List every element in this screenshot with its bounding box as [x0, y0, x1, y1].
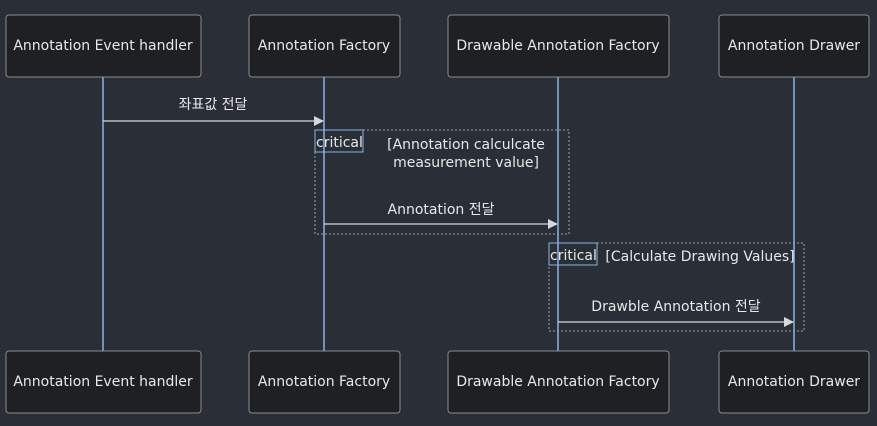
actor-label: Drawable Annotation Factory — [456, 38, 659, 54]
actor-top-annotation-drawer: Annotation Drawer — [718, 14, 870, 78]
actor-bottom-drawable-annotation-factory: Drawable Annotation Factory — [447, 350, 670, 414]
critical-frame-2: critical [Calculate Drawing Values] — [548, 242, 805, 332]
frame-condition-line-2: measurement value] — [393, 155, 539, 171]
actor-bottom-annotation-factory: Annotation Factory — [248, 350, 401, 414]
message-3: Drawble Annotation 전달 — [558, 299, 794, 327]
message-2: Annotation 전달 — [324, 202, 558, 229]
frame-condition-line-1: [Annotation calculcate — [387, 137, 545, 153]
actor-label: Annotation Factory — [258, 374, 390, 390]
frame-label: critical — [550, 248, 597, 264]
actor-top-event-handler: Annotation Event handler — [5, 14, 202, 78]
actor-label: Annotation Drawer — [728, 38, 860, 54]
message-label: 좌표값 전달 — [179, 97, 248, 113]
message-label: Annotation 전달 — [388, 202, 495, 218]
frame-label-box — [548, 242, 598, 266]
actor-label: Drawable Annotation Factory — [456, 374, 659, 390]
critical-frame-1: critical [Annotation calculcate measurem… — [314, 129, 570, 235]
actor-bottom-event-handler: Annotation Event handler — [5, 350, 202, 414]
actor-bottom-annotation-drawer: Annotation Drawer — [718, 350, 870, 414]
message-label: Drawble Annotation 전달 — [591, 299, 761, 315]
actor-label: Annotation Event handler — [13, 38, 192, 54]
frame-condition-line-1: [Calculate Drawing Values] — [605, 249, 794, 265]
message-1: 좌표값 전달 — [103, 97, 324, 126]
actor-top-annotation-factory: Annotation Factory — [248, 14, 401, 78]
frame-border — [314, 129, 570, 235]
frame-label: critical — [316, 135, 363, 151]
frame-border — [548, 242, 805, 332]
frame-label-box — [314, 129, 364, 153]
actor-label: Annotation Event handler — [13, 374, 192, 390]
actor-label: Annotation Drawer — [728, 374, 860, 390]
actor-label: Annotation Factory — [258, 38, 390, 54]
actor-top-drawable-annotation-factory: Drawable Annotation Factory — [447, 14, 670, 78]
